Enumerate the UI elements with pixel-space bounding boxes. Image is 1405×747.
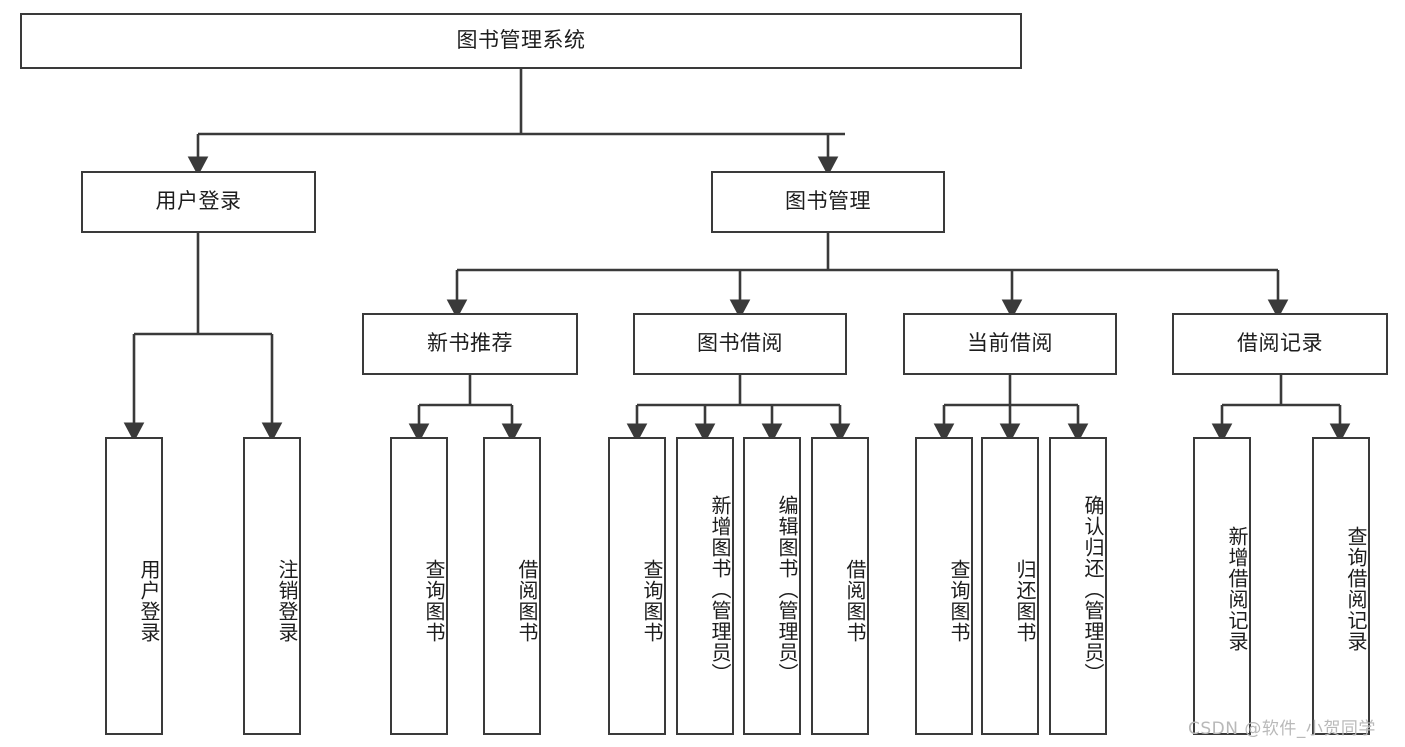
node-new-book-recommend-label: 新书推荐 — [427, 331, 513, 356]
node-book-management-label: 图书管理 — [785, 189, 871, 214]
leaf-label: 确认归还（管理员） — [1081, 494, 1105, 684]
leaf-label: 借阅图书 — [515, 559, 539, 643]
leaf-label: 查询图书 — [422, 559, 446, 643]
leaf-records-add-record[interactable]: 新增借阅记录 — [1193, 437, 1251, 735]
node-root-label: 图书管理系统 — [456, 28, 586, 53]
leaf-current-confirm-return[interactable]: 确认归还（管理员） — [1049, 437, 1107, 735]
leaf-label: 新增图书（管理员） — [708, 494, 732, 684]
leaf-borrow-edit-book[interactable]: 编辑图书（管理员） — [743, 437, 801, 735]
node-borrow-records-label: 借阅记录 — [1237, 331, 1323, 356]
leaf-label: 查询图书 — [640, 559, 664, 643]
leaf-borrow-borrow-book[interactable]: 借阅图书 — [811, 437, 869, 735]
leaf-label: 编辑图书（管理员） — [775, 494, 799, 684]
leaf-label: 查询图书 — [947, 559, 971, 643]
node-current-borrow-label: 当前借阅 — [967, 331, 1053, 356]
node-user-login[interactable]: 用户登录 — [81, 171, 316, 233]
node-book-borrow-label: 图书借阅 — [697, 331, 783, 356]
leaf-label: 新增借阅记录 — [1225, 526, 1249, 652]
leaf-records-query-record[interactable]: 查询借阅记录 — [1312, 437, 1370, 735]
leaf-label: 归还图书 — [1013, 559, 1037, 643]
leaf-label: 注销登录 — [275, 559, 299, 643]
leaf-new-book-query[interactable]: 查询图书 — [390, 437, 448, 735]
leaf-new-book-borrow[interactable]: 借阅图书 — [483, 437, 541, 735]
leaf-borrow-add-book[interactable]: 新增图书（管理员） — [676, 437, 734, 735]
leaf-user-login-logout[interactable]: 注销登录 — [243, 437, 301, 735]
node-book-borrow[interactable]: 图书借阅 — [633, 313, 847, 375]
node-root[interactable]: 图书管理系统 — [20, 13, 1022, 69]
node-current-borrow[interactable]: 当前借阅 — [903, 313, 1117, 375]
leaf-borrow-query-book[interactable]: 查询图书 — [608, 437, 666, 735]
node-borrow-records[interactable]: 借阅记录 — [1172, 313, 1388, 375]
leaf-label: 借阅图书 — [843, 559, 867, 643]
leaf-current-query-book[interactable]: 查询图书 — [915, 437, 973, 735]
node-book-management[interactable]: 图书管理 — [711, 171, 945, 233]
leaf-label: 查询借阅记录 — [1344, 526, 1368, 652]
leaf-user-login-login[interactable]: 用户登录 — [105, 437, 163, 735]
csdn-watermark: CSDN @软件_小贺同学 — [1188, 719, 1376, 739]
leaf-current-return-book[interactable]: 归还图书 — [981, 437, 1039, 735]
leaf-label: 用户登录 — [137, 559, 161, 643]
node-new-book-recommend[interactable]: 新书推荐 — [362, 313, 578, 375]
node-user-login-label: 用户登录 — [155, 189, 242, 214]
